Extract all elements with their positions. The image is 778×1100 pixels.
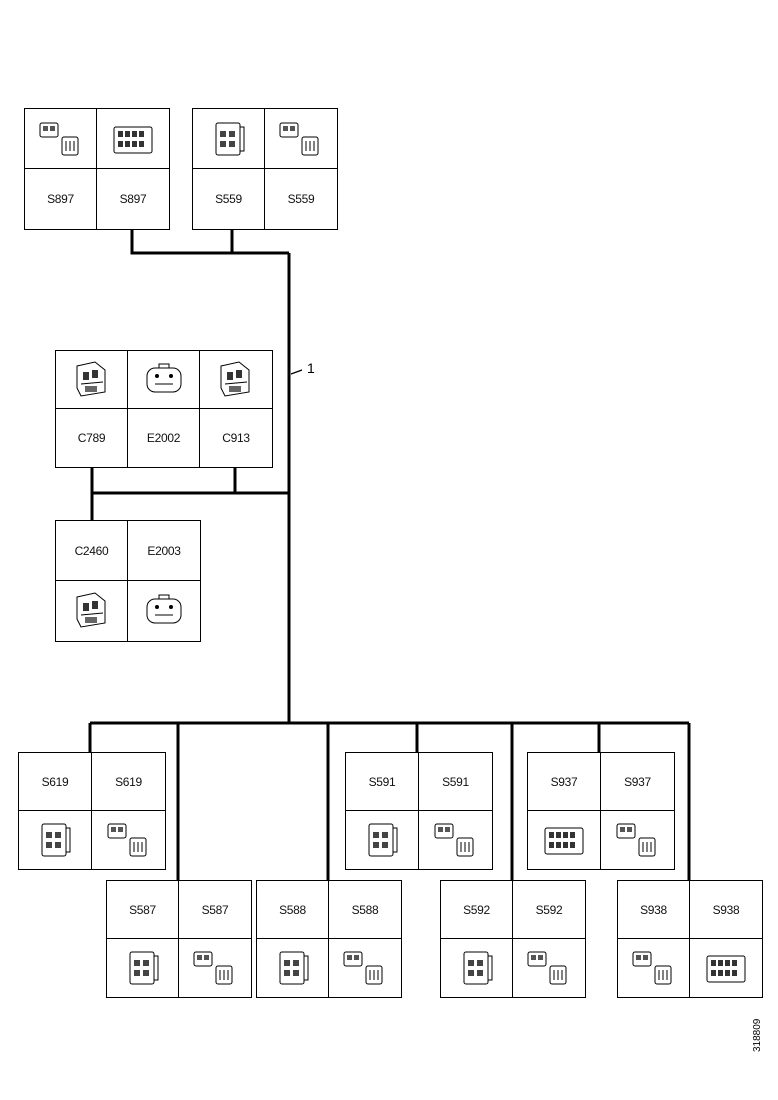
connector-label: S559 — [193, 169, 265, 229]
connector-block-icon — [97, 109, 169, 169]
connector-pair-icon — [601, 811, 674, 869]
connector-label: S937 — [601, 753, 674, 811]
connector-pair-icon — [419, 811, 492, 869]
connector-label: C2460 — [56, 521, 128, 581]
switch-body-icon — [257, 939, 329, 997]
connector-label: S591 — [419, 753, 492, 811]
connector-label: S619 — [92, 753, 165, 811]
switch-body-icon — [441, 939, 513, 997]
connector-block-icon — [690, 939, 762, 997]
connector-label: S592 — [513, 881, 585, 939]
connector-label: S588 — [329, 881, 401, 939]
connector-group: S897 S897 — [24, 108, 170, 230]
harness-callout-label: 1 — [307, 360, 315, 376]
connector-label: S588 — [257, 881, 329, 939]
plug-icon — [56, 581, 128, 641]
connector-label: S938 — [690, 881, 762, 939]
plug-icon — [200, 351, 272, 409]
connector-label: S591 — [346, 753, 419, 811]
connector-label: S559 — [287, 192, 315, 206]
connector-pair-icon — [618, 939, 690, 997]
connector-label: S897 — [119, 192, 147, 206]
document-number: 318809 — [752, 1018, 763, 1052]
connector-pair-icon — [513, 939, 585, 997]
connector-label: S587 — [107, 881, 179, 939]
connector-pair-icon — [92, 811, 165, 869]
connector-pair-icon — [179, 939, 251, 997]
plug-icon — [56, 351, 128, 409]
connector-pair-icon — [329, 939, 401, 997]
switch-body-icon — [346, 811, 419, 869]
connector-block-icon — [528, 811, 601, 869]
connector-pair-icon — [265, 109, 337, 169]
switch-body-icon — [193, 109, 265, 169]
connector-label: C789 — [56, 409, 128, 467]
connector-group: S559 S559 — [192, 108, 338, 230]
socket-icon — [128, 581, 200, 641]
connector-label: S587 — [179, 881, 251, 939]
connector-label: E2003 — [128, 521, 200, 581]
switch-body-icon — [19, 811, 92, 869]
connector-label: S592 — [441, 881, 513, 939]
connector-pair-icon — [25, 109, 97, 169]
connector-label: C913 — [222, 431, 250, 445]
connector-label: E2002 — [128, 409, 200, 467]
connector-label: S619 — [19, 753, 92, 811]
connector-label: S937 — [528, 753, 601, 811]
socket-icon — [128, 351, 200, 409]
switch-body-icon — [107, 939, 179, 997]
connector-label: S938 — [618, 881, 690, 939]
connector-label: S897 — [25, 169, 97, 229]
